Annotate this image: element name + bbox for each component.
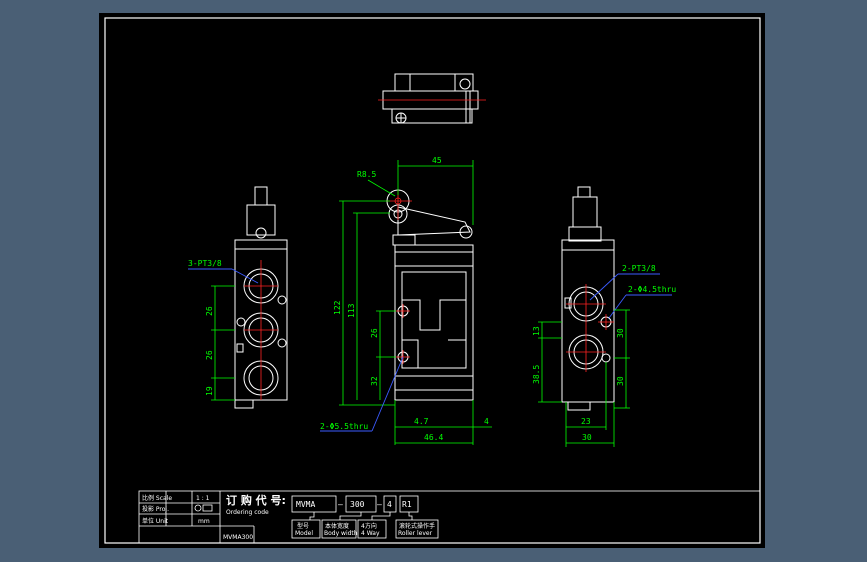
order-title: 订 购 代 号: (226, 493, 286, 507)
legend-3-cn: 4方向 (361, 522, 377, 530)
dim-left-3: 19 (205, 386, 214, 396)
legend-1-en: Model (295, 530, 313, 537)
front-view: 45 R8.5 122 113 26 32 4.7 4 46.4 2-Φ5.5t… (320, 156, 492, 445)
legend-1-cn: 型号 (297, 522, 309, 530)
drawing-sheet (99, 13, 765, 548)
port-note-left: 3-PT3/8 (188, 259, 222, 268)
dim-right-w1: 23 (581, 417, 591, 426)
unit-value: mm (198, 518, 210, 525)
unit-label: 单位 Unit (142, 517, 169, 525)
hole-note: 2-Φ5.5thru (320, 422, 368, 431)
legend-4-en: Roller lever (398, 530, 433, 537)
code-act: R1 (402, 500, 412, 509)
dim-bottom-left: 4.7 (414, 417, 429, 426)
code-sep-2: — (377, 500, 382, 509)
dim-top: 45 (432, 156, 442, 165)
legend-3-en: 4 Way (361, 530, 380, 537)
dim-right-4: 30 (616, 376, 625, 386)
order-subtitle: Ordering code (226, 509, 269, 516)
code-body: 300 (350, 500, 365, 509)
dim-a: 26 (370, 328, 379, 338)
hole-note-right: 2-Φ4.5thru (628, 285, 676, 294)
legend-2-en: Body width (324, 530, 358, 537)
code-model: MVMA (296, 500, 315, 509)
top-view (378, 73, 486, 124)
dim-right-1: 13 (532, 326, 541, 336)
dim-right-2: 38.5 (532, 365, 541, 384)
port-note-right: 2-PT3/8 (622, 264, 656, 273)
code-way: 4 (387, 500, 392, 509)
drawing-number: MVMA300 (223, 534, 253, 541)
dim-left-1: 26 (205, 306, 214, 316)
proj-label: 投影 Proj. (142, 505, 169, 513)
side-view-right: 2-PT3/8 2-Φ4.5thru 13 38.5 30 30 23 30 (532, 186, 676, 447)
dim-left-2: 26 (205, 350, 214, 360)
code-sep-1: — (338, 500, 343, 509)
dim-b: 32 (370, 376, 379, 386)
scale-value: 1 : 1 (196, 495, 210, 502)
title-block: 比例 Scale 1 : 1 投影 Proj. 单位 Unit mm MVMA3… (138, 490, 761, 544)
drawing-frame (104, 17, 761, 544)
legend-2-cn: 本体宽度 (325, 522, 349, 530)
dim-right-w2: 30 (582, 433, 592, 442)
scale-label: 比例 Scale (142, 494, 172, 502)
legend-4-cn: 滚轮式操作手 (399, 522, 435, 530)
dim-mid: 113 (347, 303, 356, 318)
dim-width: 46.4 (424, 433, 443, 442)
dim-right-3: 30 (616, 328, 625, 338)
dim-total: 122 (333, 300, 342, 315)
side-view-left: 3-PT3/8 26 26 19 (188, 186, 288, 409)
dim-bottom-right: 4 (484, 417, 489, 426)
dim-radius: R8.5 (357, 170, 376, 179)
